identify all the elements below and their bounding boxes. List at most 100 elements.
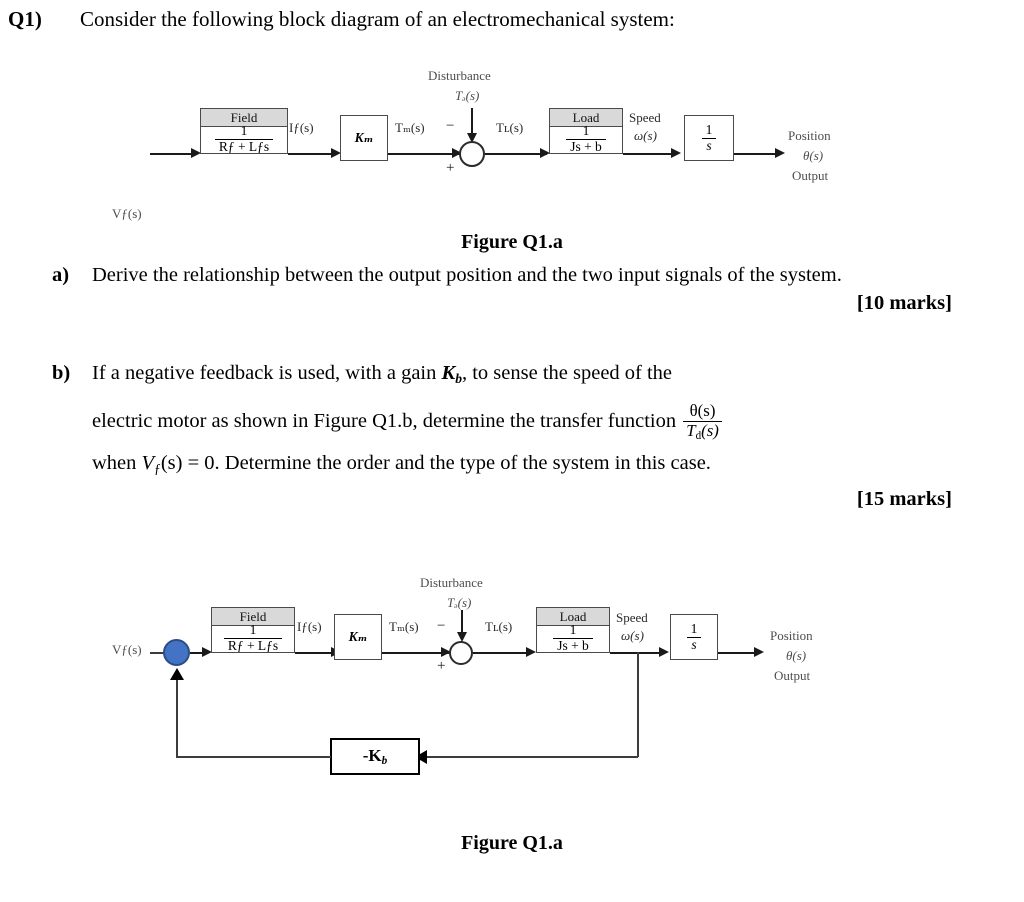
field-numerator: 1	[240, 123, 248, 139]
integrator-block: 1 s	[684, 115, 734, 161]
transfer-den-tail: (s)	[701, 420, 719, 440]
feedback-gain-text: -K	[362, 745, 382, 765]
input-arrowhead	[191, 148, 201, 158]
fb-km-to-sum-arrowhead	[441, 647, 451, 657]
fb-integrator-numerator: 1	[690, 620, 698, 636]
fb-summing-minus-sign: −	[437, 618, 446, 634]
fb-position-output-label: Output	[774, 668, 811, 683]
speed-title-label: Speed	[629, 110, 661, 125]
part-b-gain-sub: b	[455, 370, 462, 386]
field-current-label: Iƒ(s)	[289, 120, 314, 135]
load-transfer-function: 1 Js + b	[566, 123, 606, 155]
part-b-line1-post: , to sense the speed of the	[461, 362, 673, 384]
fb-position-title-label: Position	[770, 628, 813, 643]
motor-gain-label: Kₘ	[354, 130, 374, 145]
integrator-numerator: 1	[705, 121, 713, 137]
disturbance-title-label: Disturbance	[428, 68, 491, 83]
disturbance-wire	[471, 108, 474, 134]
feedback-horizontal-wire-right	[424, 756, 638, 758]
transfer-function-denominator: Td(s)	[683, 420, 722, 443]
fb-integrator-denominator: s	[686, 636, 702, 653]
part-b-label: b)	[52, 362, 71, 384]
field-denominator: Rƒ + Lƒs	[214, 139, 274, 155]
part-a-text: Derive the relationship between the outp…	[92, 264, 842, 286]
fb-disturbance-signal-label: Tₔ(s)	[447, 595, 472, 610]
fb-speed-title-label: Speed	[616, 610, 648, 625]
load-to-integrator-arrowhead	[671, 148, 681, 158]
fb-integrator-block: 1 s	[670, 614, 718, 660]
input-wire	[150, 153, 192, 156]
feedback-gain-label: -Kb	[363, 746, 388, 767]
block-diagram-figure-a: Vƒ(s) Field 1 Rƒ + Lƒs Iƒ(s) Kₘ Tₘ(s) D	[0, 60, 1024, 221]
part-a-marks: [10 marks]	[856, 292, 952, 314]
field-block: Field 1 Rƒ + Lƒs	[200, 108, 288, 154]
fb-sum-to-field-arrowhead	[202, 647, 212, 657]
fb-load-numerator: 1	[569, 622, 577, 638]
field-block-header: Field	[201, 109, 287, 127]
part-b-gain-symbol: K	[441, 362, 456, 384]
fb-field-block-header: Field	[212, 608, 294, 626]
fb-position-signal-label: θ(s)	[786, 648, 807, 663]
fb-summing-plus-sign: +	[437, 658, 446, 674]
position-signal-label: θ(s)	[803, 148, 824, 163]
fb-field-denominator: Rƒ + Lƒs	[223, 638, 283, 654]
part-b-line-2: electric motor as shown in Figure Q1.b, …	[92, 400, 952, 442]
motor-torque-label: Tₘ(s)	[395, 120, 425, 135]
field-to-km-wire	[288, 153, 332, 156]
part-b-line-3: when Vƒ(s) = 0. Determine the order and …	[92, 442, 952, 490]
summing-junction	[459, 141, 485, 167]
fb-disturbance-arrowhead	[457, 632, 467, 642]
input-signal-label: Vƒ(s)	[112, 206, 142, 221]
km-to-sum-arrowhead	[452, 148, 462, 158]
motor-gain-block: Kₘ	[340, 115, 388, 161]
fb-motor-gain-block: Kₘ	[334, 614, 382, 660]
transfer-function-fraction: θ(s)Td(s)	[683, 400, 722, 443]
feedback-gain-block: -Kb	[330, 738, 420, 775]
sum-to-load-arrowhead	[540, 148, 550, 158]
load-numerator: 1	[582, 123, 590, 139]
feedback-horizontal-wire-left	[176, 756, 331, 758]
part-b-line3-pre: when	[92, 452, 142, 475]
fb-speed-signal-label: ω(s)	[621, 628, 644, 643]
feedback-tap-vertical-wire	[637, 652, 639, 757]
fb-field-transfer-function: 1 Rƒ + Lƒs	[223, 622, 283, 654]
fb-disturbance-title-label: Disturbance	[420, 575, 483, 590]
load-to-integrator-wire	[623, 153, 677, 156]
fb-summing-junction	[449, 641, 473, 665]
part-b-body: If a negative feedback is used, with a g…	[92, 352, 952, 490]
fb-load-block-body: 1 Js + b	[537, 622, 609, 654]
disturbance-signal-label: Tₔ(s)	[455, 88, 480, 103]
fb-load-torque-label: Tʟ(s)	[485, 619, 513, 634]
question-number: Q1)	[8, 7, 42, 31]
fb-load-transfer-function: 1 Js + b	[553, 622, 593, 654]
figure-b-caption: Figure Q1.a	[461, 832, 563, 854]
fb-output-wire	[718, 652, 756, 655]
fb-sum-to-load-wire	[473, 652, 531, 655]
fb-output-arrowhead	[754, 647, 764, 657]
fb-load-block-header: Load	[537, 608, 609, 626]
question-heading: Q1)Consider the following block diagram …	[8, 6, 1008, 32]
integrator-transfer-function: 1 s	[701, 121, 717, 154]
transfer-den-sub: d	[695, 429, 702, 442]
fb-motor-gain-label: Kₘ	[348, 629, 368, 644]
part-b-line3-post: (s) = 0. Determine the order and the typ…	[160, 452, 711, 475]
summing-minus-sign: −	[446, 118, 455, 134]
km-to-sum-wire	[388, 153, 460, 156]
transfer-function-numerator: θ(s)	[689, 400, 716, 420]
feedback-into-summing-arrowhead	[170, 668, 184, 680]
fb-field-numerator: 1	[249, 622, 257, 638]
load-torque-label: Tʟ(s)	[496, 120, 524, 135]
fb-field-current-label: Iƒ(s)	[297, 619, 322, 634]
fb-load-denominator: Js + b	[553, 638, 593, 654]
output-arrowhead	[775, 148, 785, 158]
fb-input-wire	[150, 652, 164, 654]
part-b-line1-pre: If a negative feedback is used, with a g…	[92, 362, 442, 384]
position-title-label: Position	[788, 128, 831, 143]
fb-field-to-km-wire	[295, 652, 333, 655]
output-wire	[734, 153, 776, 156]
fb-disturbance-wire	[461, 610, 464, 633]
field-transfer-function: 1 Rƒ + Lƒs	[214, 123, 274, 155]
load-block: Load 1 Js + b	[549, 108, 623, 154]
disturbance-arrowhead	[467, 133, 477, 143]
